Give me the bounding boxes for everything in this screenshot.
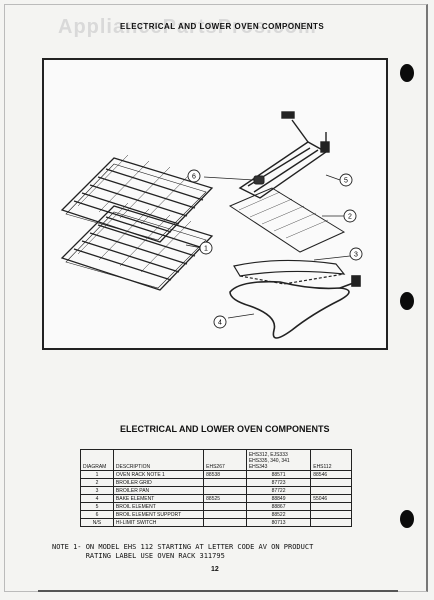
cell-part-2: 80713	[245, 518, 312, 527]
callout-2: 2	[343, 209, 357, 223]
cell-part-3	[310, 486, 352, 495]
binder-hole-top	[400, 64, 414, 82]
header-description: DESCRIPTION	[112, 449, 205, 471]
footnote-line-1: NOTE 1- ON MODEL EHS 112 STARTING AT LET…	[52, 543, 314, 551]
callout-1: 1	[199, 241, 213, 255]
cell-part-3: 88546	[310, 470, 352, 479]
binder-hole-middle	[400, 292, 414, 310]
table-row: 3 BROILER PAN 87722	[80, 486, 352, 495]
cell-diagram: 4	[80, 494, 114, 503]
oven-rack-lower	[60, 202, 214, 291]
watermark: AppliancePartsPros.com	[58, 16, 317, 38]
cell-part-2: 87723	[245, 478, 312, 487]
header-model-3: EHS112	[310, 449, 352, 471]
table-row: 1 OVEN RACK NOTE 1 88538 88571 88546	[80, 470, 352, 479]
section-title: ELECTRICAL AND LOWER OVEN COMPONENTS	[120, 424, 330, 434]
cell-part-2: 88849	[245, 494, 312, 503]
exploded-view-drawing: 1 2 3 4 5 6	[60, 111, 363, 339]
cell-part-1: 88538	[203, 470, 247, 479]
cell-diagram: N/S	[80, 518, 114, 527]
cell-description: BROILER PAN	[112, 486, 205, 495]
cell-part-3	[310, 518, 352, 527]
cell-diagram: 1	[80, 470, 114, 479]
cell-diagram: 5	[80, 502, 114, 511]
cell-part-2: 88867	[245, 502, 312, 511]
cell-part-3	[310, 502, 352, 511]
binder-hole-bottom	[400, 510, 414, 528]
cell-part-1	[203, 510, 247, 519]
table-row: N/S HI-LIMIT SWITCH 80713	[80, 518, 352, 527]
cell-part-1	[203, 518, 247, 527]
oven-rack-upper	[60, 154, 214, 243]
cell-part-2: 87722	[245, 486, 312, 495]
callout-3: 3	[349, 247, 363, 261]
cell-part-2: 88522	[245, 510, 312, 519]
cell-description: BROILER GRID	[112, 478, 205, 487]
cell-description: BROIL ELEMENT SUPPORT	[112, 510, 205, 519]
cell-part-3	[310, 510, 352, 519]
svg-text:4: 4	[218, 320, 222, 327]
bake-element	[229, 275, 361, 339]
broiler-grid	[228, 187, 346, 253]
cell-description: BROIL ELEMENT	[112, 502, 205, 511]
cell-part-1: 88525	[203, 494, 247, 503]
cell-description: OVEN RACK NOTE 1	[112, 470, 205, 479]
footnote: NOTE 1- ON MODEL EHS 112 STARTING AT LET…	[52, 543, 313, 561]
cell-part-1	[203, 502, 247, 511]
leader-lines	[185, 174, 351, 319]
table-row: 6 BROIL ELEMENT SUPPORT 88522	[80, 510, 352, 519]
parts-diagram: 1 2 3 4 5 6	[42, 58, 388, 350]
cell-description: HI-LIMIT SWITCH	[112, 518, 205, 527]
header-model-2: EHS312, EJS333 EHS335, 340, 341 EHS343	[245, 449, 312, 471]
callout-4: 4	[213, 315, 227, 329]
cell-diagram: 6	[80, 510, 114, 519]
broil-element	[238, 111, 330, 199]
svg-text:3: 3	[354, 252, 358, 259]
cell-part-3: 55046	[310, 494, 352, 503]
header-diagram: DIAGRAM	[80, 449, 114, 471]
cell-part-1	[203, 486, 247, 495]
parts-table: DIAGRAM DESCRIPTION EHS267 EHS312, EJS33…	[80, 449, 352, 527]
footnote-line-2: RATING LABEL USE OVEN RACK 311795	[52, 552, 225, 560]
svg-text:6: 6	[192, 174, 196, 181]
callout-5: 5	[339, 173, 353, 187]
table-row: 4 BAKE ELEMENT 88525 88849 55046	[80, 494, 352, 503]
table-row: 5 BROIL ELEMENT 88867	[80, 502, 352, 511]
cell-diagram: 3	[80, 486, 114, 495]
cell-description: BAKE ELEMENT	[112, 494, 205, 503]
cell-part-3	[310, 478, 352, 487]
svg-text:5: 5	[344, 178, 348, 185]
table-row: 2 BROILER GRID 87723	[80, 478, 352, 487]
table-header-row: DIAGRAM DESCRIPTION EHS267 EHS312, EJS33…	[80, 449, 352, 471]
callout-6: 6	[187, 169, 201, 183]
svg-text:1: 1	[204, 246, 208, 253]
cell-diagram: 2	[80, 478, 114, 487]
broil-element-support	[203, 175, 265, 185]
cell-part-2: 88571	[245, 470, 312, 479]
svg-text:2: 2	[348, 214, 352, 221]
header-model-1: EHS267	[203, 449, 247, 471]
cell-part-1	[203, 478, 247, 487]
broiler-pan	[233, 259, 346, 285]
page-number: 12	[211, 566, 219, 573]
bottom-rule	[38, 590, 398, 592]
top-heading: ELECTRICAL AND LOWER OVEN COMPONENTS	[120, 22, 325, 31]
